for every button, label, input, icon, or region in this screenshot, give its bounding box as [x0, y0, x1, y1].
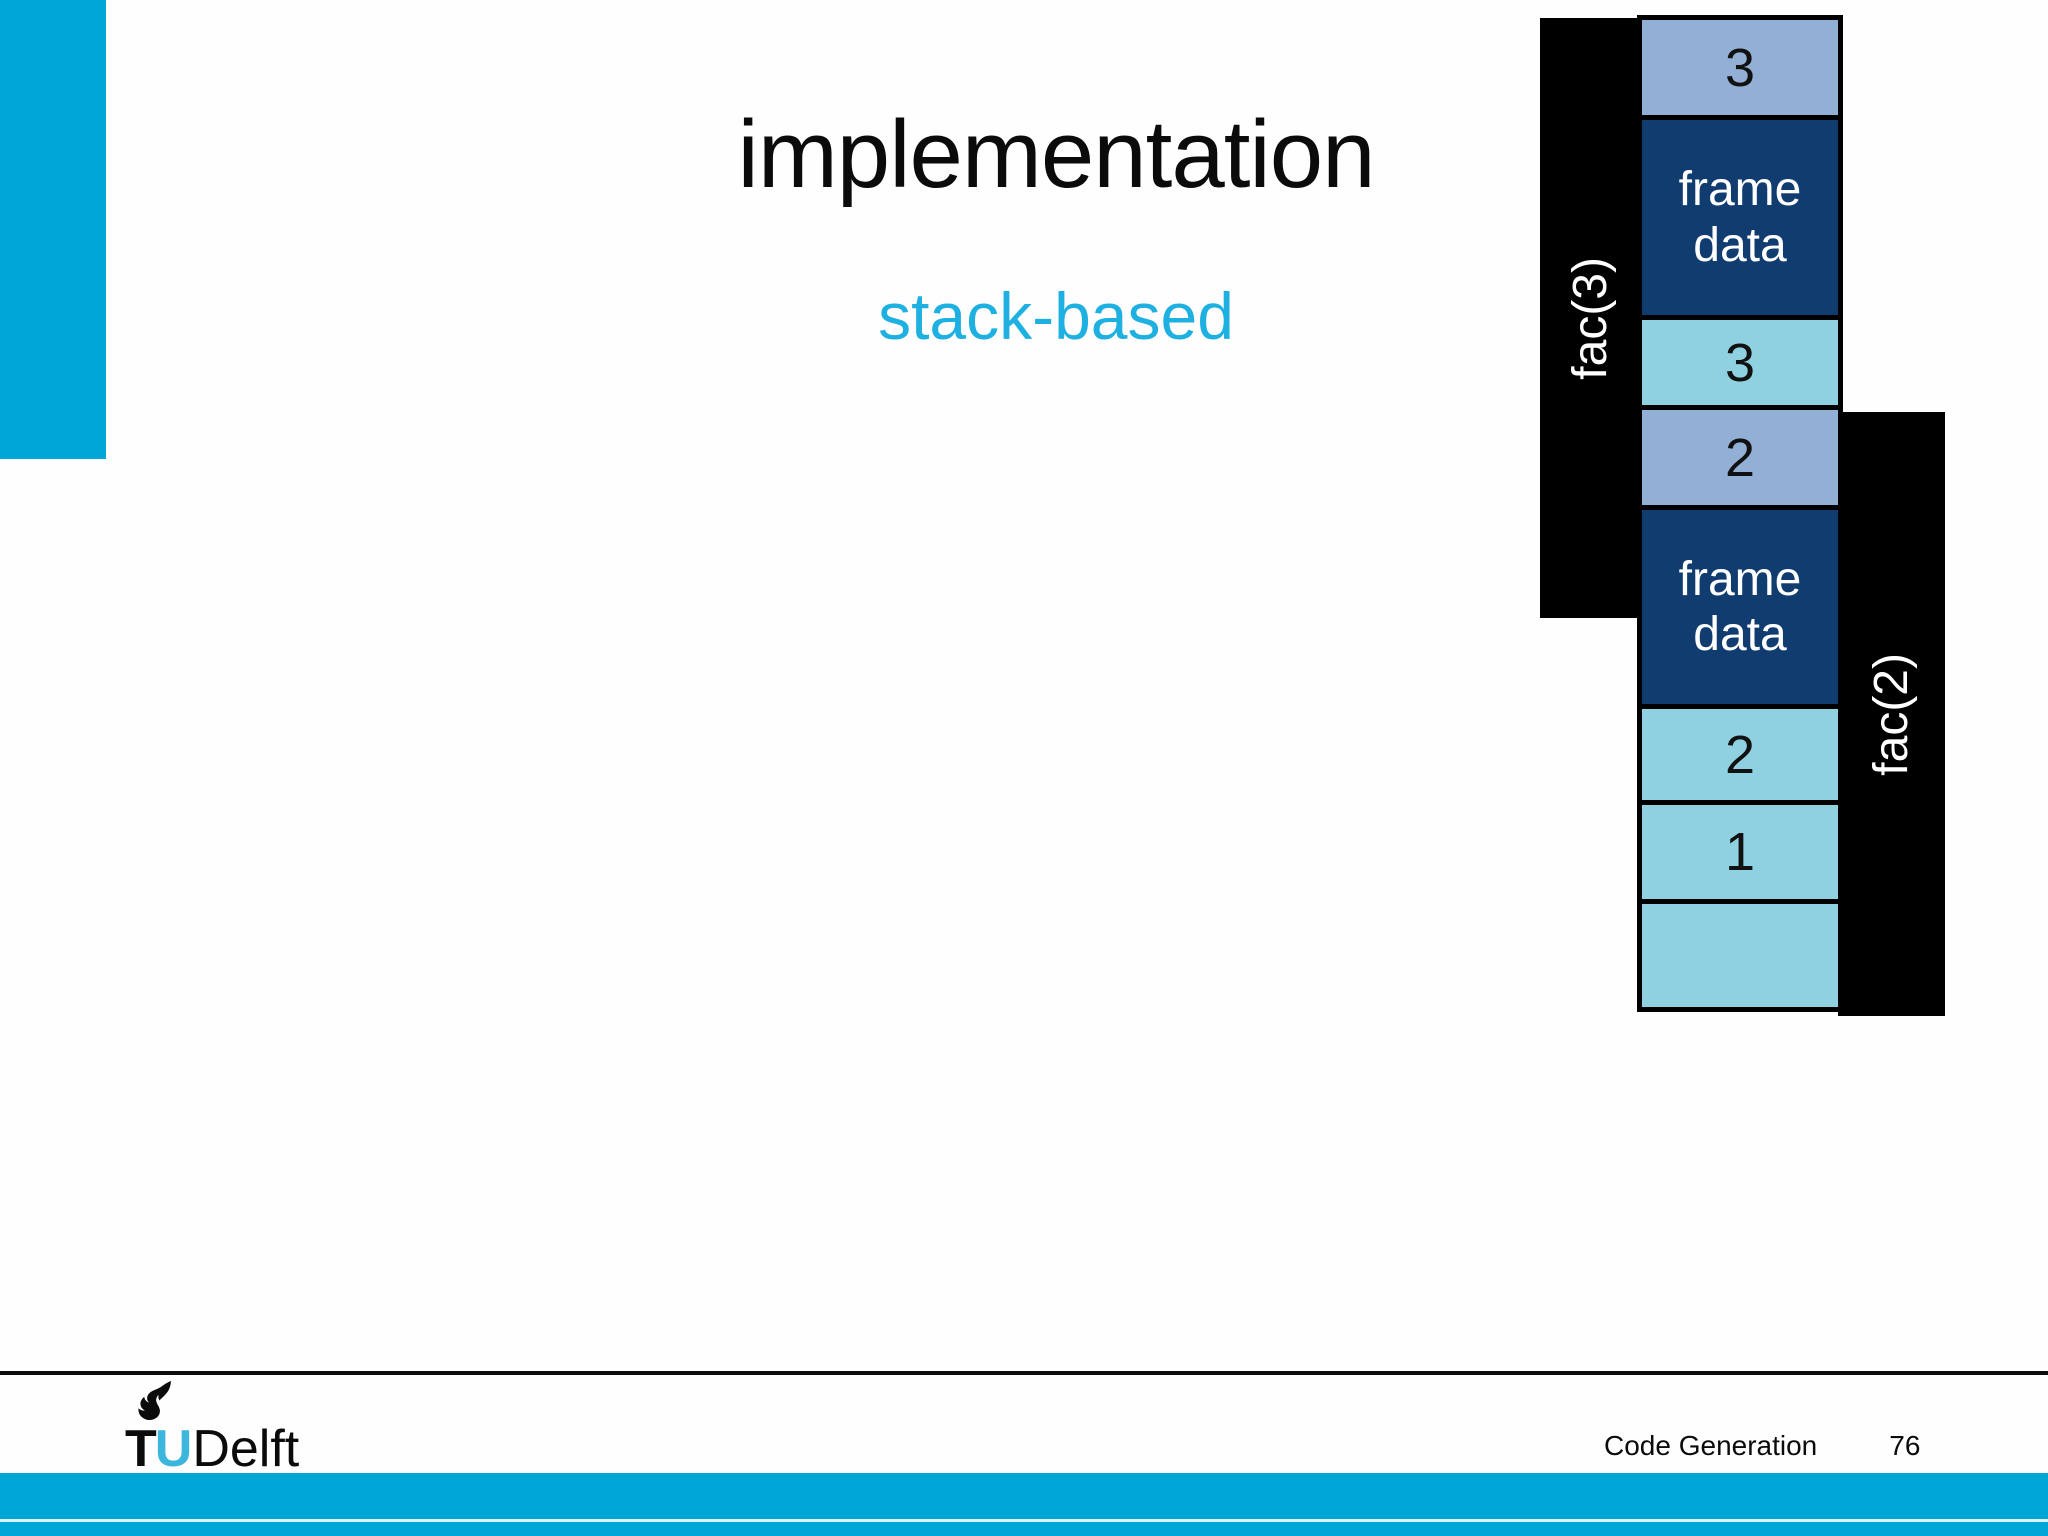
logo-letter-u: U [154, 1420, 193, 1478]
stack-cell-frame-data-2: frame data [1642, 510, 1838, 704]
stack-cell-local-1: 1 [1642, 805, 1838, 899]
stack-cell-local-3: 3 [1642, 320, 1838, 405]
bottom-band-divider [0, 1519, 2048, 1522]
stack-cell-arg-2: 2 [1642, 410, 1838, 505]
logo-delft: Delft [192, 1420, 300, 1478]
tu-delft-wordmark: TUDelft [125, 1419, 299, 1479]
accent-bar [0, 0, 106, 459]
bottom-cyan-band [0, 1473, 2048, 1519]
fac2-label: fac(2) [1865, 652, 1918, 776]
tu-delft-flame-icon [138, 1381, 171, 1421]
bottom-cyan-band-lower [0, 1522, 2048, 1536]
fac3-label: fac(3) [1563, 256, 1617, 380]
page-number: 76 [1889, 1430, 1921, 1461]
stack-cell-empty [1642, 904, 1838, 1007]
logo-letter-t: T [125, 1420, 157, 1478]
stack-column: 3 frame data 3 2 frame data 2 1 [1637, 15, 1843, 1012]
page-subtitle: stack-based [878, 279, 1234, 353]
stack-cell-frame-data-1: frame data [1642, 120, 1838, 315]
fac2-activation-bar: fac(2) [1838, 412, 1945, 1016]
tu-delft-logo: TUDelft [125, 1381, 385, 1478]
stack-cell-local-2: 2 [1642, 709, 1838, 800]
footer-meta: Code Generation 76 [1604, 1430, 1920, 1462]
footer-divider-line [0, 1371, 2048, 1375]
course-title: Code Generation [1604, 1430, 1818, 1461]
fac3-activation-bar: fac(3) [1540, 18, 1640, 618]
page-title: implementation [737, 101, 1376, 208]
stack-cell-arg-3: 3 [1642, 20, 1838, 115]
